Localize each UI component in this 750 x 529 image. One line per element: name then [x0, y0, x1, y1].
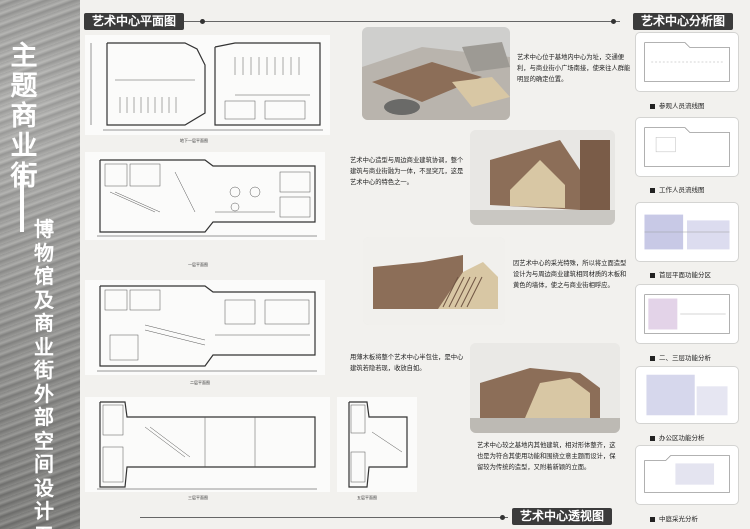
floor-plan-1f-drawing: [97, 159, 317, 237]
bullet-square-icon: [650, 355, 655, 361]
caption-5f: 五层平面图: [357, 495, 377, 500]
floor-plan-2f-drawing: [97, 285, 317, 372]
thumb-visitor-flow: [635, 32, 739, 92]
analysis-item-1: 参观人员流线图: [650, 100, 705, 110]
para-shape: 艺术中心较之基地内其他建筑，相对形体整齐，这也是为符合其使用功能和围绕立意主题而…: [477, 442, 616, 471]
thumb-upper-zoning: [635, 284, 739, 344]
thumb-ground-zoning: [635, 202, 739, 262]
sub-title: 博物馆及商业街外部空间设计五: [34, 217, 54, 529]
title-band: [0, 0, 80, 529]
thumb-atrium-light: [635, 445, 739, 505]
analysis-item-6: 中庭采光分析: [650, 513, 698, 523]
bullet-square-icon: [650, 187, 655, 193]
render-street-image: [470, 343, 620, 433]
title-divider: [20, 172, 24, 232]
floor-plan-2f: [85, 280, 325, 375]
caption-1f: 一层平面图: [188, 262, 208, 267]
para-location: 艺术中心位于基地内中心为址，交通便利，与商业街小广场南接，使来往人群能明显的确定…: [517, 54, 631, 83]
perspective-header: 艺术中心透视图: [512, 508, 613, 525]
footer-rule: [140, 517, 508, 518]
header-dot-left: [200, 19, 205, 24]
render-facade-angle: [470, 130, 615, 225]
floor-plan-5f-drawing: [348, 401, 408, 488]
render-facade-front-image: [363, 237, 505, 325]
thumb-staff-flow: [635, 117, 739, 177]
bullet-square-icon: [650, 103, 655, 109]
plan-header: 艺术中心平面图: [84, 13, 185, 30]
header-dot-right: [611, 19, 616, 24]
render-aerial-image: [362, 27, 510, 120]
bullet-square-icon: [650, 272, 655, 278]
floor-plan-3f-drawing: [97, 401, 317, 490]
floor-plan-5f: [337, 397, 417, 492]
floor-plan-1f: [85, 152, 325, 240]
render-facade-front: [363, 237, 505, 325]
header-rule: [180, 21, 620, 22]
bullet-square-icon: [650, 516, 655, 522]
caption-3f: 三层平面图: [188, 495, 208, 500]
floor-plan-b1: [85, 35, 330, 135]
thumb-office-zoning-drawing: [646, 374, 728, 416]
caption-2f: 二层平面图: [190, 380, 210, 385]
floor-plan-b1-drawing: [90, 42, 323, 131]
thumb-upper-zoning-drawing: [644, 294, 730, 334]
caption-b1: 地下一层平面图: [180, 138, 208, 143]
render-facade-angle-image: [470, 130, 615, 225]
para-lighting: 因艺术中心的采光特殊，所以将立面造型设计为与周边商业建筑相同材质的木板和黄色的墙…: [513, 260, 627, 289]
para-wood: 用薄木板将整个艺术中心半包住，是中心建筑若隐若现，收放自如。: [350, 354, 464, 372]
thumb-staff-flow-drawing: [644, 127, 730, 167]
thumb-ground-zoning-drawing: [644, 214, 730, 250]
analysis-item-4: 二、三层功能分析: [650, 352, 711, 362]
para-form: 艺术中心造型与周边商业建筑协调，整个建筑与商业街融为一体，不显突兀，这是艺术中心…: [350, 157, 464, 186]
analysis-item-3: 首层平面功能分区: [650, 269, 711, 279]
render-street: [470, 343, 620, 433]
floor-plan-3f: [85, 397, 330, 492]
analysis-header: 艺术中心分析图: [633, 13, 734, 30]
render-aerial: [362, 27, 510, 120]
thumb-office-zoning: [635, 366, 739, 424]
thumb-atrium-light-drawing: [644, 455, 730, 493]
analysis-item-2: 工作人员流线图: [650, 184, 705, 194]
bullet-square-icon: [650, 435, 655, 441]
footer-dot: [500, 515, 505, 520]
analysis-item-5: 办公区功能分析: [650, 432, 705, 442]
main-title: 主题商业街: [10, 41, 38, 192]
thumb-visitor-flow-drawing: [644, 42, 730, 82]
